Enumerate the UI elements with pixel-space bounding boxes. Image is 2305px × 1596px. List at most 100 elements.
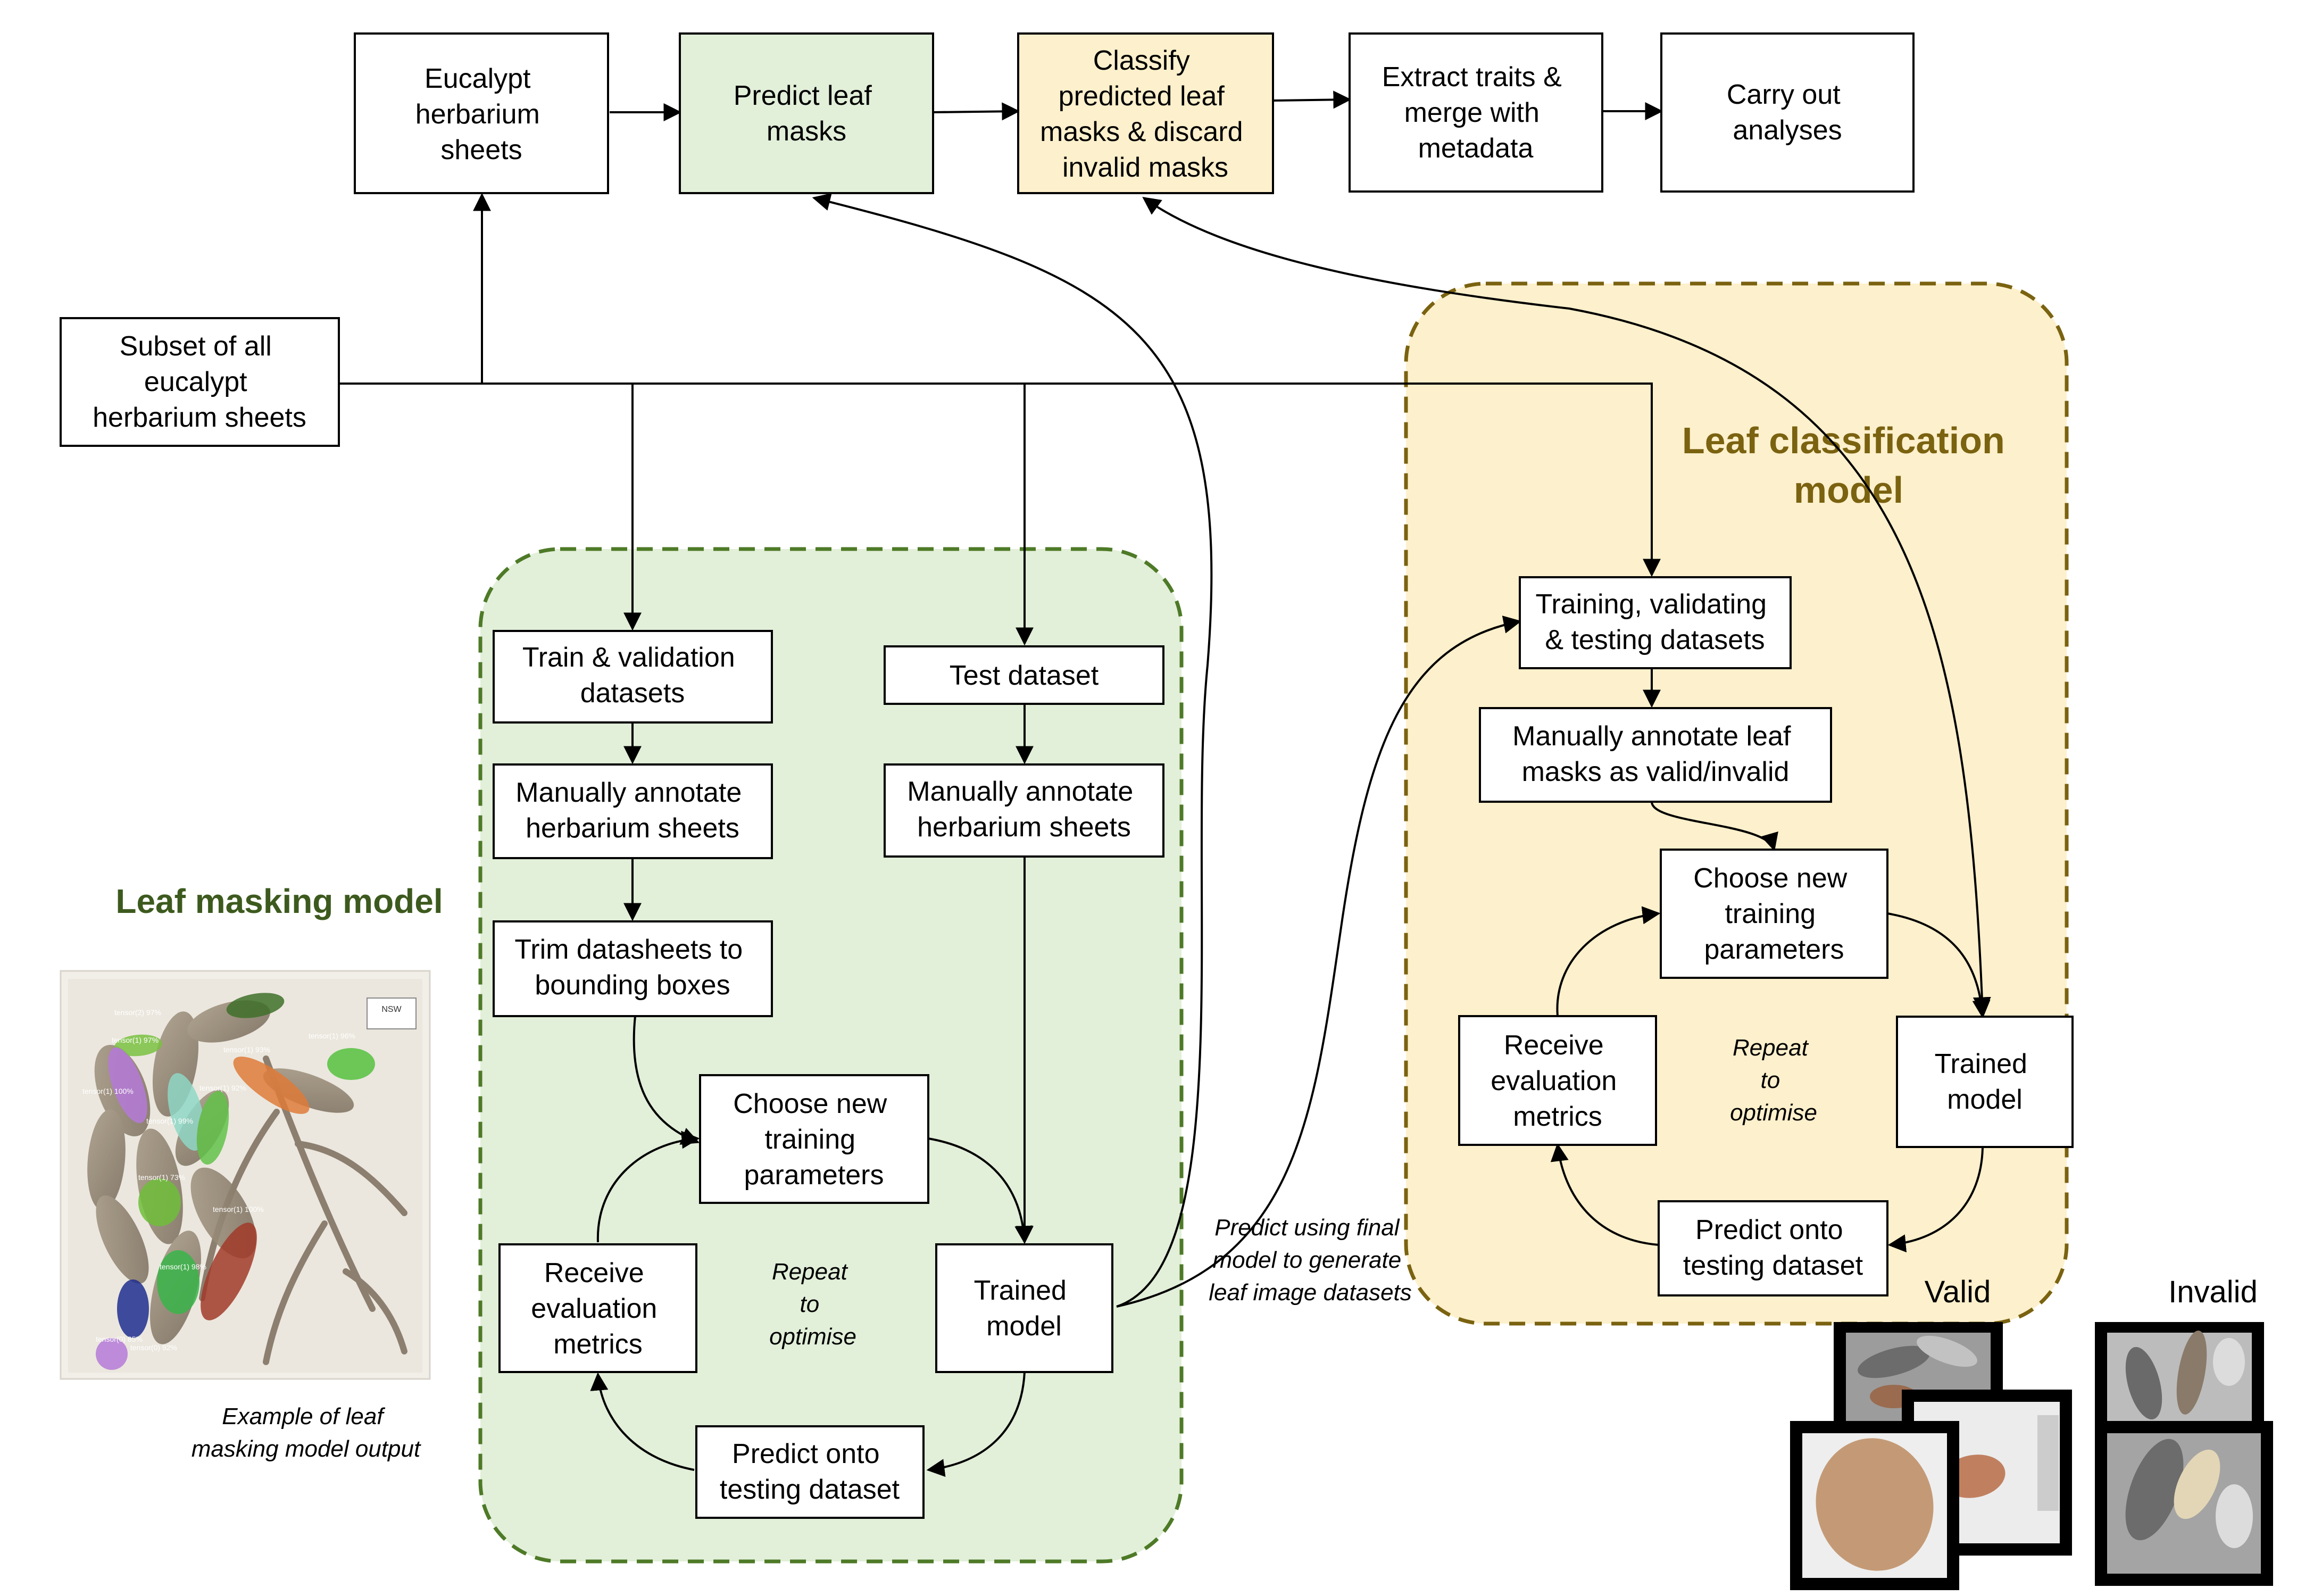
herbarium-line-1: Eucalypt [425, 63, 531, 94]
choose-classification-line-3: parameters [1704, 934, 1844, 965]
svg-text:Manually annotate herbar: Manually annotate herbarium sheets [907, 776, 1141, 843]
annotate-valid-line-2: masks as valid/invalid [1522, 757, 1790, 787]
pipeline-analyses-box: Carry out analyses [1660, 32, 1915, 193]
svg-text:Predict onto testing dat: Predict onto testing dataset [720, 1439, 900, 1505]
arrow-trained-to-predict-test-classification [1887, 1146, 1984, 1253]
classification-datasets-line-2: & testing datasets [1545, 625, 1765, 655]
choose-line-1: Choose new [733, 1088, 887, 1119]
receive-classification-line-3: metrics [1513, 1101, 1602, 1132]
svg-text:Predict onto testing dat: Predict onto testing dataset [1683, 1215, 1863, 1281]
repeat-classification-line-3: optimise [1730, 1100, 1817, 1126]
predict-final-line-3: leaf image datasets [1209, 1279, 1412, 1306]
arrow-predict-to-classify [933, 102, 1020, 121]
classification-datasets-box: Training, validating & testing datasets [1519, 576, 1792, 669]
svg-text:Choose new training: Choose new training parameters [1693, 863, 1855, 965]
annotate-test-line-2: herbarium sheets [917, 812, 1131, 843]
receive-line-3: metrics [553, 1329, 643, 1360]
mask-label-8: tensor(1) 73% [138, 1173, 185, 1182]
predict-testing-classification-box: Predict onto testing dataset [1658, 1200, 1888, 1296]
predict-final-model-note: Predict using final model to generate le… [1209, 1215, 1412, 1306]
mask-label-12: tensor(0) 92% [130, 1343, 177, 1352]
trim-line-2: bounding boxes [535, 970, 730, 1001]
svg-text:Extract traits & merge w: Extract traits & merge with metadata [1382, 62, 1570, 164]
train-val-line-1: Train & validation [522, 642, 735, 673]
mask-label-10: tensor(1) 98% [160, 1262, 206, 1271]
pipeline-extract-box: Extract traits & merge with metadata [1349, 32, 1603, 193]
svg-text:Manually annotate leaf m: Manually annotate leaf masks as valid/in… [1512, 721, 1799, 787]
extract-line-3: metadata [1418, 133, 1534, 164]
receive-metrics-box: Receive evaluation metrics [498, 1243, 697, 1373]
mask-label-3: tensor(1) 93% [223, 1045, 270, 1054]
svg-text:Test dataset: Test dataset [950, 660, 1099, 691]
svg-text:Classify predicted leaf: Classify predicted leaf masks & discard … [1040, 45, 1251, 183]
choose-parameters-classification-box: Choose new training parameters [1660, 849, 1888, 979]
annotate-train-line-2: herbarium sheets [526, 813, 739, 844]
repeat-to-optimise-masking: Repeat to optimise [769, 1259, 856, 1350]
example-sheet-label: NSW [381, 1005, 402, 1014]
classify-line-3: masks & discard [1040, 117, 1243, 147]
trim-datasheets-box: Trim datasheets to bounding boxes [493, 920, 773, 1017]
svg-text:Trained model: Trained model [1935, 1049, 2035, 1115]
herbarium-line-2: herbarium [415, 99, 540, 130]
classify-line-2: predicted leaf [1059, 81, 1225, 112]
pipeline-herbarium-box: Eucalypt herbarium sheets [354, 32, 609, 194]
svg-text:Manually annotate herbar: Manually annotate herbarium sheets [515, 777, 749, 844]
mask-label-1: tensor(2) 97% [114, 1008, 161, 1017]
extract-line-2: merge with [1404, 97, 1540, 128]
arrow-predict-test-to-receive-classification [1550, 1143, 1659, 1246]
example-masking-image: NSW [60, 970, 431, 1380]
predict-test-classification-line-2: testing dataset [1683, 1250, 1863, 1281]
svg-text:Predict leaf masks: Predict leaf masks [734, 80, 880, 147]
arrow-trained-to-predict-test [926, 1371, 1026, 1477]
repeat-classification-line-2: to [1761, 1067, 1780, 1093]
train-val-line-2: datasets [580, 678, 685, 709]
herbarium-line-3: sheets [440, 135, 522, 165]
annotate-test-box: Manually annotate herbarium sheets [884, 763, 1164, 858]
svg-text:Receive evaluation: Receive evaluation metrics [531, 1258, 665, 1360]
trained-classification-line-1: Trained [1935, 1049, 2027, 1079]
example-caption: Example of leaf masking model output [192, 1403, 421, 1462]
mask-label-2: tensor(1) 97% [112, 1036, 159, 1044]
mask-label-4: tensor(1) 96% [309, 1032, 355, 1040]
svg-text:Choose new training: Choose new training parameters [733, 1088, 895, 1191]
receive-classification-line-2: evaluation [1491, 1066, 1617, 1096]
mask-label-7: tensor(1) 99% [146, 1117, 193, 1125]
predict-test-line-2: testing dataset [720, 1474, 900, 1505]
choose-parameters-box: Choose new training parameters [699, 1074, 929, 1204]
receive-line-2: evaluation [531, 1293, 657, 1324]
test-dataset-box: Test dataset [884, 645, 1164, 705]
subset-line-1: Subset of all [120, 331, 272, 362]
mask-label-11: tensor(0) 85% [96, 1335, 143, 1343]
svg-text:Receive evaluation: Receive evaluation metrics [1491, 1030, 1625, 1132]
classify-line-1: Classify [1093, 45, 1190, 76]
mask-label-6: tensor(1) 92% [199, 1084, 246, 1092]
receive-line-1: Receive [544, 1258, 644, 1289]
annotate-train-line-1: Manually annotate [515, 777, 742, 808]
annotate-test-line-1: Manually annotate [907, 776, 1133, 807]
predict-final-line-1: Predict using final [1214, 1215, 1400, 1241]
trained-model-box: Trained model [935, 1243, 1113, 1373]
analyses-line-1: Carry out [1727, 79, 1841, 110]
arrow-choose-to-trained [928, 1137, 1033, 1244]
invalid-label: Invalid [2168, 1275, 2258, 1309]
repeat-classification-line-1: Repeat [1733, 1035, 1809, 1061]
classify-line-4: invalid masks [1062, 152, 1228, 183]
svg-text:Trained model: Trained model [974, 1275, 1075, 1342]
choose-classification-line-1: Choose new [1693, 863, 1848, 894]
leaf-masking-model-title: Leaf masking model [115, 882, 443, 920]
trained-classification-line-2: model [1947, 1084, 2023, 1115]
analyses-line-2: analyses [1733, 115, 1842, 146]
subset-line-2: eucalypt [144, 367, 247, 397]
mask-label-5: tensor(1) 100% [82, 1087, 134, 1095]
arrow-classify-to-extract [1272, 90, 1352, 109]
trained-line-2: model [986, 1311, 1062, 1342]
trained-model-classification-box: Trained model [1896, 1016, 2074, 1148]
valid-example-images [1790, 1322, 2072, 1590]
annotate-valid-line-1: Manually annotate leaf [1512, 721, 1791, 752]
pipeline-classify-box: Classify predicted leaf masks & discard … [1017, 32, 1274, 194]
arrow-receive-to-choose [596, 1130, 700, 1243]
subset-line-3: herbarium sheets [93, 402, 306, 433]
invalid-example-images [2095, 1322, 2273, 1586]
example-caption-line-1: Example of leaf [222, 1403, 386, 1429]
